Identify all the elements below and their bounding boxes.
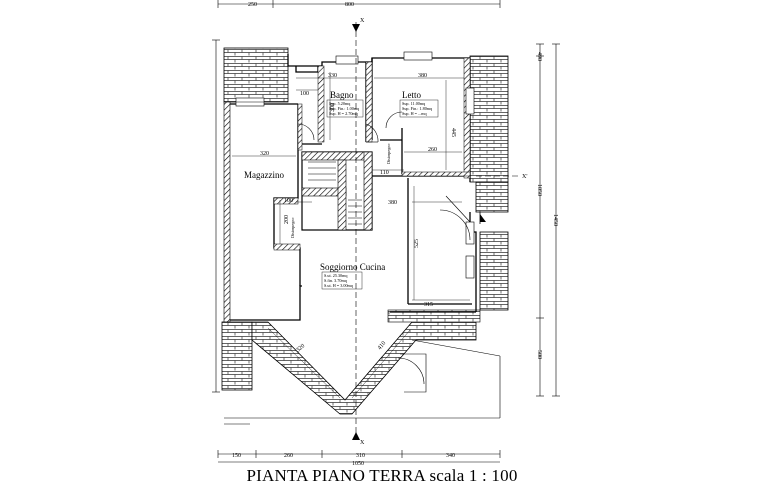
section-label-bottom: X <box>360 440 365 446</box>
dim-stair-100: 100 <box>284 198 293 204</box>
room-label-letto: Letto <box>402 90 421 100</box>
room-label-soggiorno: Soggiorno Cucina <box>320 262 385 272</box>
dim-right-bottom: 500 <box>536 350 542 359</box>
section-line-x <box>355 22 518 440</box>
dim-bottom-150: 150 <box>232 453 241 459</box>
door-swings <box>297 111 471 393</box>
section-arrow-top-icon <box>352 24 360 32</box>
room-label-disimpegno-2: Disimpegno <box>290 218 295 238</box>
soggiorno-area-3: S.ut. H = 3.00mq <box>324 283 354 288</box>
windows <box>235 51 475 279</box>
up-arrow-icon <box>480 214 486 222</box>
section-label-top: X <box>360 18 365 24</box>
bagno-area-2: Sup. Fin.: 1.00mq <box>329 106 360 111</box>
dim-bottom-total: 1050 <box>352 461 364 467</box>
dim-bottom-310: 310 <box>356 453 365 459</box>
letto-area-box <box>399 99 439 118</box>
dim-letto-width: 380 <box>418 73 427 79</box>
left-dimension-line <box>212 39 220 393</box>
plan-title: PIANTA PIANO TERRA scala 1 : 100 <box>246 466 518 485</box>
ground-lines <box>224 339 501 425</box>
dim-bagno-width: 330 <box>328 73 337 79</box>
letto-area-1: Sup. 11.00mq <box>402 101 426 106</box>
dim-magazzino-width: 320 <box>260 151 269 157</box>
room-label-magazzino: Magazzino <box>244 170 284 180</box>
dim-soggiorno-height: 525 <box>414 239 420 248</box>
dim-bottom-260: 260 <box>284 453 293 459</box>
dim-letto-height: 445 <box>450 128 456 137</box>
top-dimension-line <box>217 0 501 8</box>
dim-stair-110: 110 <box>380 170 389 176</box>
bagno-area-3: Sup. H = 2.70mq <box>329 111 359 116</box>
dim-right-mid: 1050 <box>536 184 542 196</box>
soggiorno-area-2: S.fin. 3.70mq <box>324 278 348 283</box>
section-arrow-bottom-icon <box>352 432 360 440</box>
letto-area-2: Sup. Fin.: 1.80mq <box>402 106 433 111</box>
dim-diag-320: 320 <box>295 343 306 353</box>
right-dimension-lines <box>536 43 560 397</box>
bottom-dimension-line <box>217 450 501 463</box>
room-label-disimpegno-1: Disimpegno <box>386 144 391 164</box>
dim-top-250: 250 <box>248 2 257 8</box>
hatched-walls <box>273 57 471 251</box>
room-label-bagno: Bagno <box>330 90 354 100</box>
dim-disimpegno-width: 260 <box>428 147 437 153</box>
bagno-area-box <box>326 99 364 118</box>
dim-top-800: 800 <box>345 2 354 8</box>
dim-small-100: 100 <box>300 91 309 97</box>
dim-diag-410: 410 <box>377 341 387 352</box>
dim-bottom-315: 315 <box>424 302 433 308</box>
dim-right-top: 490 <box>536 52 542 61</box>
section-label-right: X' <box>522 174 527 180</box>
dim-far-right: 1450 <box>552 214 558 226</box>
inner-dimension-lines <box>232 72 470 399</box>
stair-block <box>301 151 373 231</box>
dim-disimpegno-200: 200 <box>284 215 290 224</box>
bagno-area-1: Sup. 5.20mq <box>329 101 351 106</box>
soggiorno-area-box <box>321 271 363 290</box>
dim-bottom-340: 340 <box>446 453 455 459</box>
exterior-brick-walls <box>221 47 509 415</box>
dim-bagno-height: 300 <box>330 103 336 112</box>
letto-area-3: Sup. H = ...mq <box>402 111 427 116</box>
soggiorno-area-1: S.ut. 25.30mq <box>324 273 348 278</box>
dim-soggiorno-width: 380 <box>388 200 397 206</box>
